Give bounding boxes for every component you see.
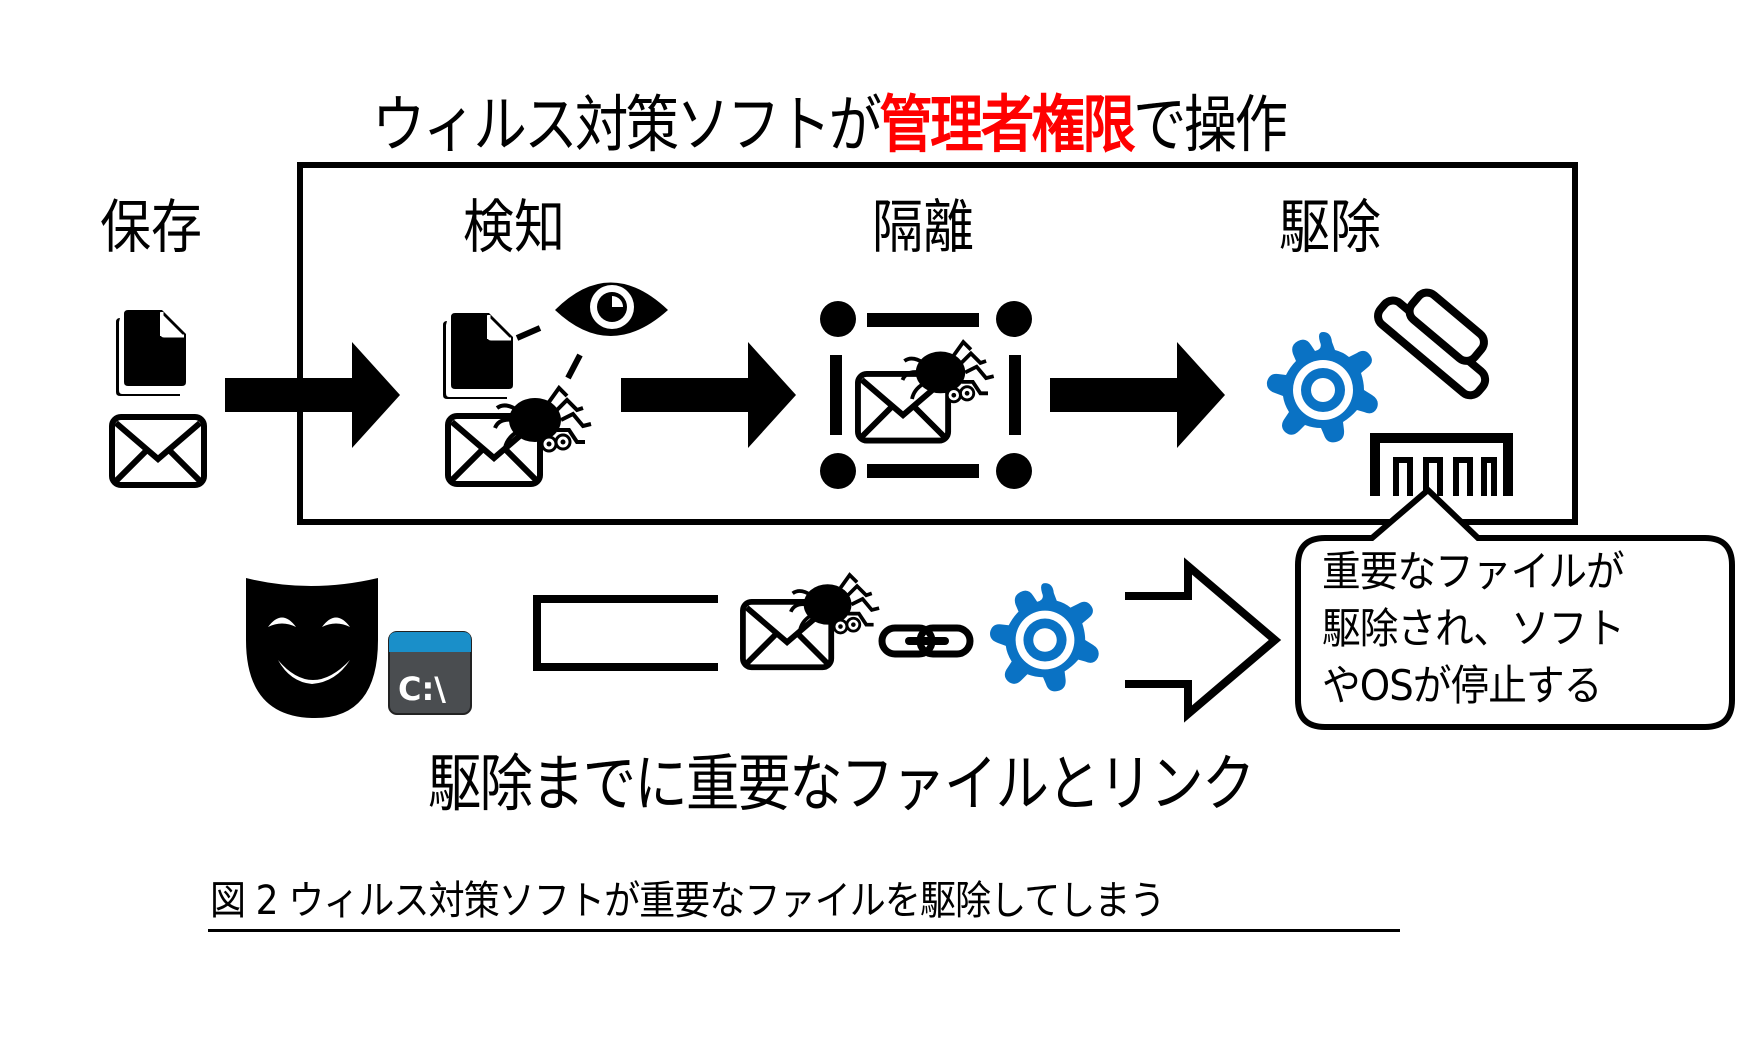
- trash-can-icon: [1370, 288, 1513, 496]
- spider-icon: [493, 386, 593, 453]
- dashed-connector: [515, 325, 583, 380]
- eye-icon: [555, 282, 668, 336]
- speech-bubble: [1295, 485, 1735, 730]
- diagram-subtitle: 駆除までに重要なファイルとリンク: [428, 747, 1255, 820]
- document-icon: [114, 308, 188, 398]
- theater-mask-icon: [246, 578, 378, 719]
- stage-label-save: 保存: [100, 193, 203, 261]
- figure-caption: 図 2 ウィルス対策ソフトが重要なファイルを駆除してしまう: [210, 878, 1166, 924]
- title-suffix: で操作: [1133, 88, 1288, 161]
- stage-label-remove: 駆除: [1279, 193, 1382, 261]
- chain-link-icon: [878, 624, 974, 658]
- spider-icon: [900, 340, 996, 404]
- bracket-line: [533, 595, 718, 671]
- gear-icon: [990, 583, 1099, 692]
- speech-bubble-text: 重要なファイルが 駆除され、ソフト やOSが停止する: [1322, 543, 1625, 714]
- hollow-arrow-icon: [1125, 557, 1282, 723]
- document-icon: [441, 311, 515, 401]
- bubble-line: やOSが停止する: [1322, 661, 1602, 710]
- spider-icon: [788, 573, 881, 635]
- arrow-right-icon: [621, 342, 796, 448]
- arrow-right-icon: [1050, 342, 1225, 448]
- stage-label-quarantine: 隔離: [872, 193, 975, 261]
- quarantine-frame-icon: [820, 301, 1032, 489]
- command-prompt-icon: C:\: [388, 631, 472, 715]
- arrow-right-icon: [225, 342, 400, 448]
- stage-label-detect: 検知: [463, 193, 566, 261]
- bubble-line: 重要なファイルが: [1322, 547, 1625, 596]
- terminal-prompt-text: C:\: [398, 670, 446, 708]
- title-highlight: 管理者権限: [879, 88, 1135, 161]
- envelope-icon: [112, 417, 204, 485]
- antivirus-process-box: [297, 162, 1578, 525]
- bubble-line: 駆除され、ソフト: [1322, 604, 1625, 653]
- caption-underline: [208, 929, 1400, 932]
- gear-icon: [1266, 332, 1378, 443]
- diagram-title: ウィルス対策ソフトが管理者権限で操作: [372, 74, 1288, 164]
- title-prefix: ウィルス対策ソフトが: [372, 88, 882, 161]
